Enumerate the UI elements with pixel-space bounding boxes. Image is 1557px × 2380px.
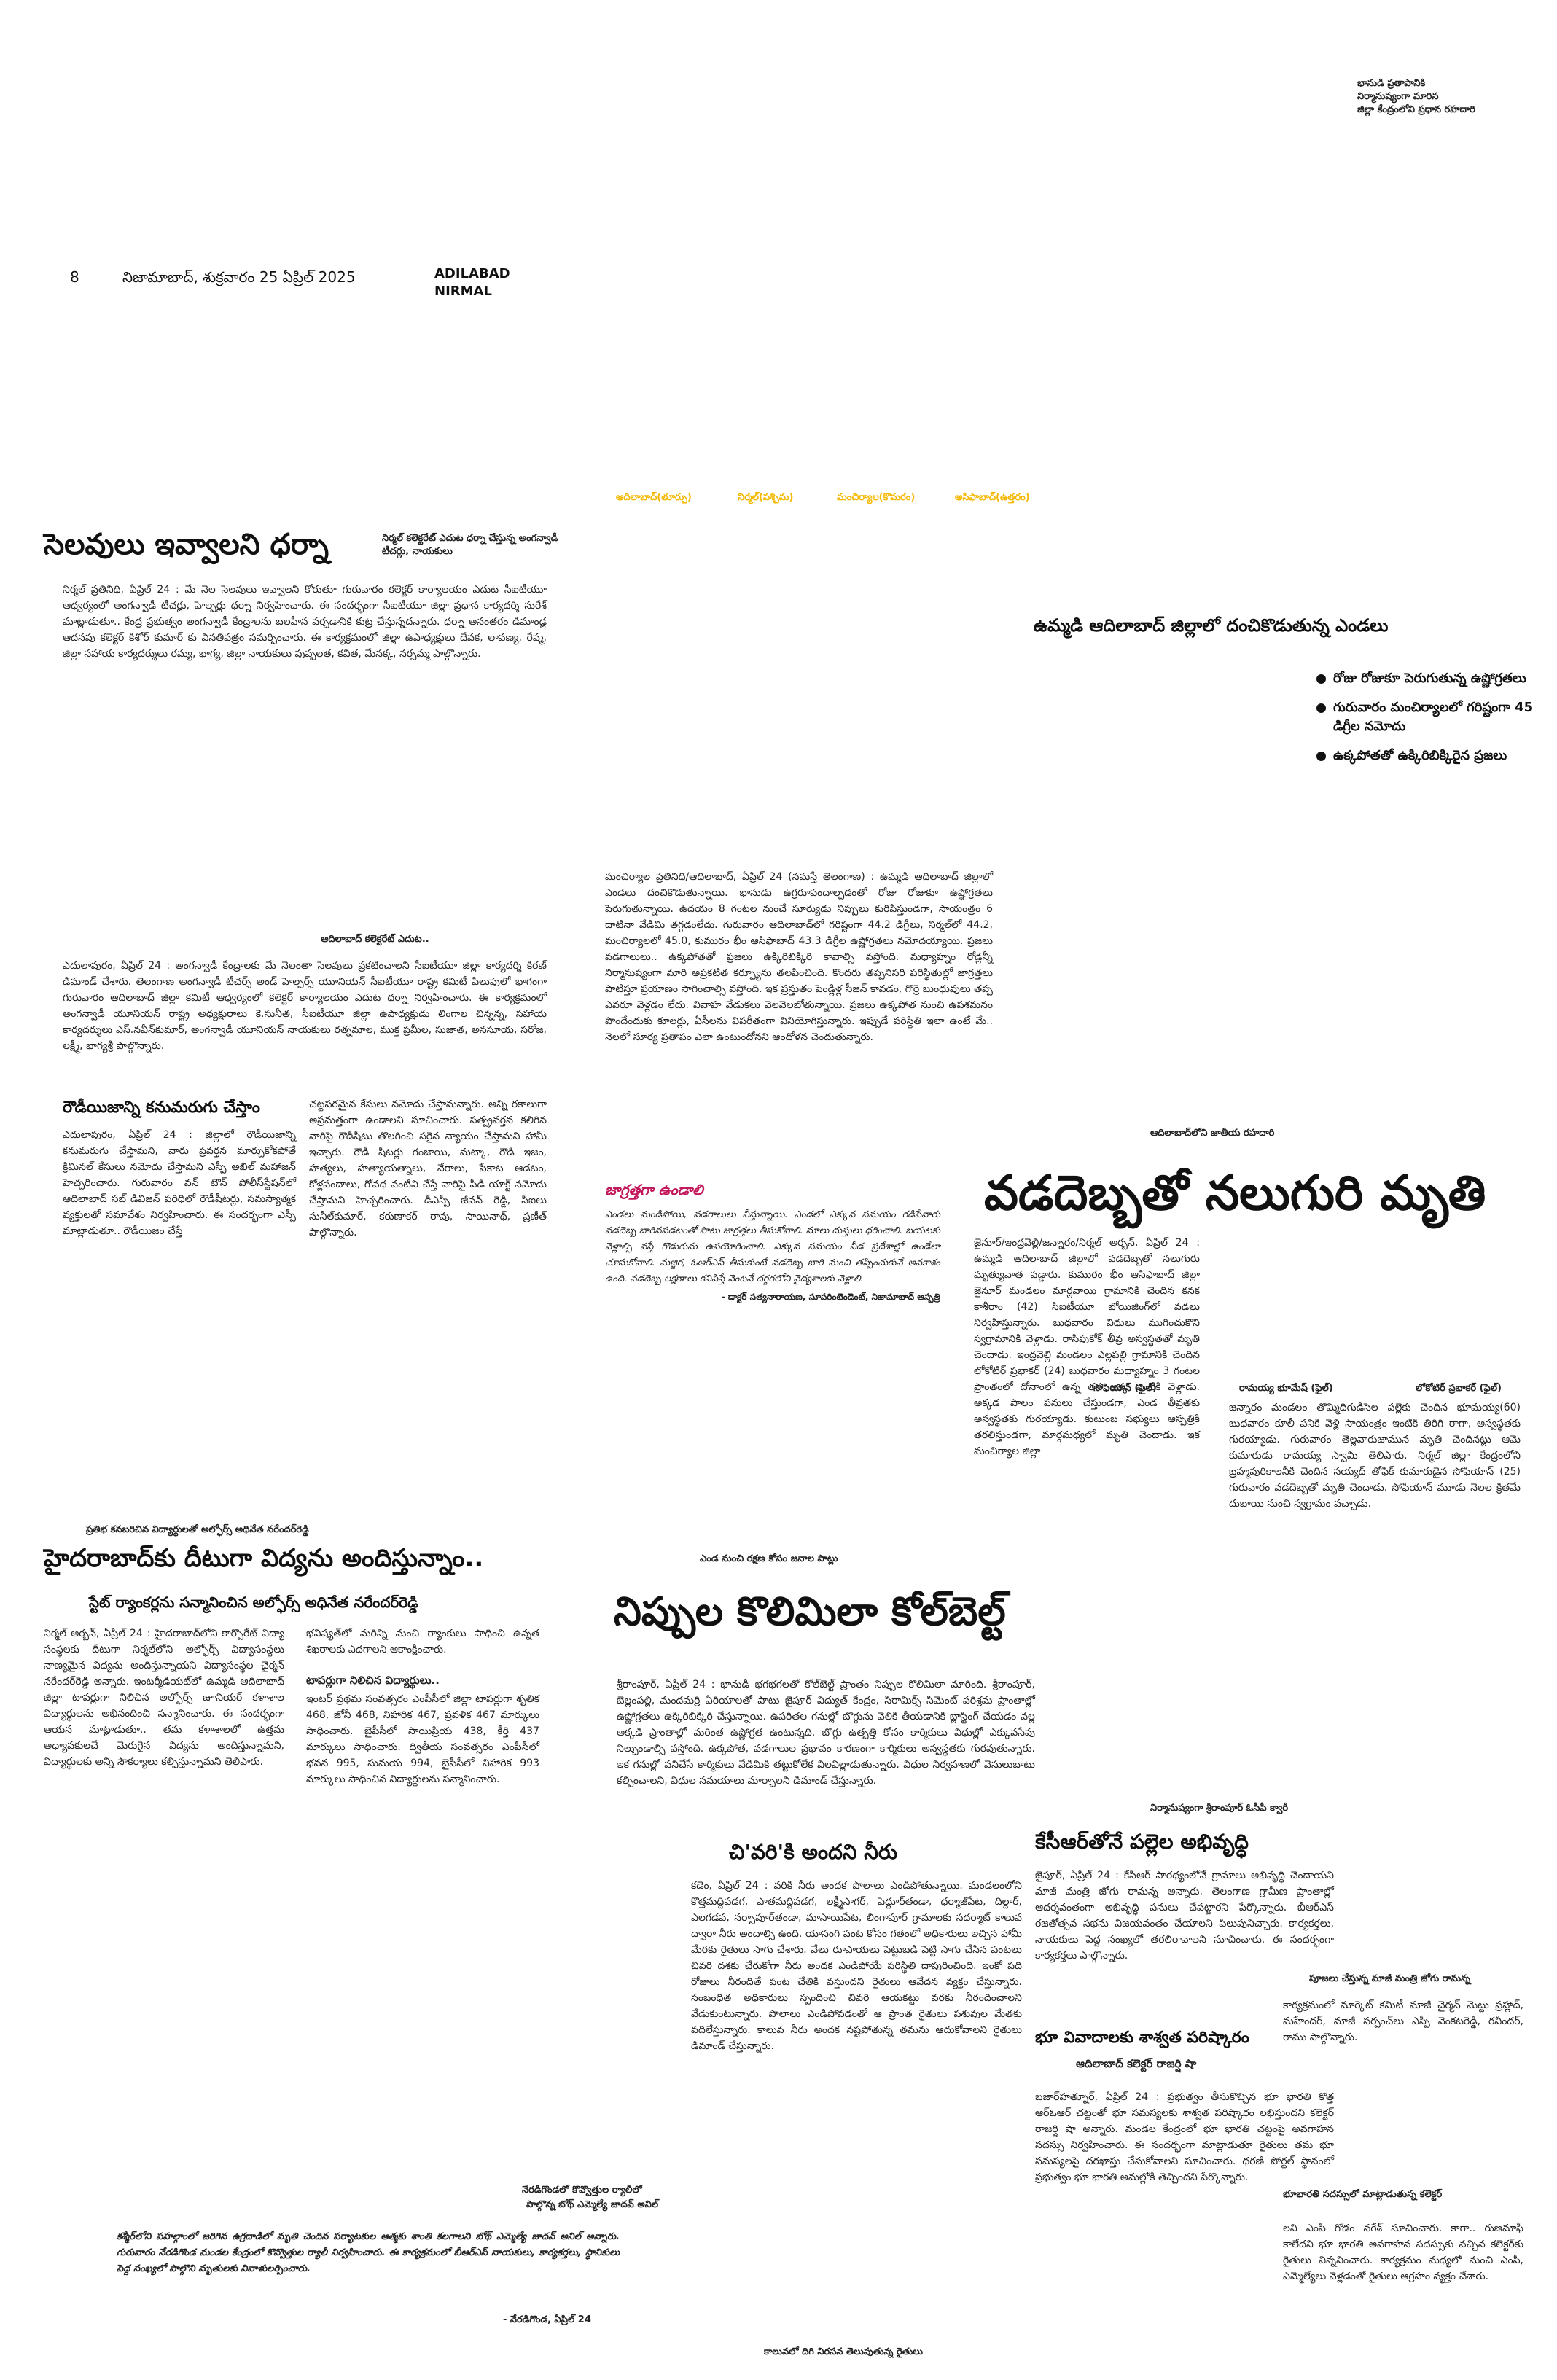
kicker: ఎండ నుంచి రక్షణ కోసం జనాల పాట్లు: [700, 1553, 838, 1564]
photo-caption: భూభారతి సదస్సులో మాట్లాడుతున్న కలెక్టర్: [1283, 2189, 1443, 2200]
box-body: ఎండలు మండిపోయి, వడగాలులు వీస్తున్నాయి. ఎ…: [605, 1209, 940, 1284]
photo-caption: సోఫియాన్ (ఫైల్): [1093, 1383, 1157, 1394]
bullet-text: ఉక్కపోతతో ఉక్కిరిబిక్కిరైన ప్రజలు: [1333, 748, 1507, 763]
article-body: జైపూర్, ఏప్రిల్ 24 : కేసీఆర్ సారథ్యంలోనే…: [1035, 1870, 1334, 1962]
box-title: జాగ్రత్తగా ఉండాలి: [605, 1181, 703, 1198]
photo-caption: పూజలు చేస్తున్న మాజీ మంత్రి జోగు రామన్న: [1309, 1973, 1471, 1984]
box-title: టాపర్లుగా నిలిచిన విద్యార్థులు..: [306, 1674, 440, 1687]
article-body: ఎదులాపురం, ఏప్రిల్ 24 : అంగన్వాడీ కేంద్ర…: [63, 960, 547, 1052]
subhead: స్టేట్ ర్యాంకర్లను సన్మానించిన అల్ఫోర్స్…: [89, 1593, 418, 1611]
subhead: ఆదిలాబాద్ కలెక్టర్ రాజర్షి షా: [1076, 2057, 1197, 2070]
photo-caption: ఆదిలాబాద్‌లోని జాతీయ రహదారి: [1150, 1128, 1275, 1139]
edition-line: ADILABAD: [434, 266, 510, 281]
dateline: నిజామాబాద్, శుక్రవారం 25 ఏప్రిల్ 2025: [122, 268, 356, 286]
top-right-note-line: భానుడి ప్రతాపానికి: [1357, 78, 1426, 89]
signature: - నేరడిగొండ, ఏప్రిల్ 24: [503, 2314, 591, 2325]
section-tab[interactable]: నిర్మల్(పశ్చిమ): [738, 492, 794, 503]
article-body: బజార్‌హత్నూర్, ఏప్రిల్ 24 : ప్రభుత్వం తీ…: [1035, 2091, 1334, 2183]
article-body: నిర్మల్ ప్రతినిధి, ఏప్రిల్ 24 : మే నెల స…: [63, 584, 547, 660]
article-body: చట్టపరమైన కేసులు నమోదు చేస్తామన్నారు. అన…: [309, 1099, 547, 1238]
article-body: మంచిర్యాల ప్రతినిధి/ఆదిలాబాద్, ఏప్రిల్ 2…: [605, 871, 993, 1043]
box-signature: - డాక్టర్ సత్యనారాయణ, సూపరింటెండెంట్, ని…: [721, 1292, 940, 1302]
section-tab[interactable]: ఆదిలాబాద్(తూర్పు): [616, 492, 692, 503]
bullet-text: రోజు రోజుకూ పెరుగుతున్న ఉష్ణోగ్రతలు: [1333, 671, 1526, 686]
article-body: నిర్మల్ అర్బన్, ఏప్రిల్ 24 : హైదరాబాద్‌ల…: [44, 1628, 284, 1768]
article-body: భవిష్యత్‌లో మరిన్ని మంచి ర్యాంకులు సాధిం…: [306, 1628, 539, 1655]
photo-caption: లోకోటిర్ ప్రభాకర్ (ఫైల్): [1415, 1383, 1502, 1394]
photo-caption: నిర్మల్ కలెక్టరేట్ ఎదుట ధర్నా చేస్తున్న …: [382, 533, 558, 557]
photo-caption: రామయ్య భూమేష్ (ఫైల్): [1238, 1383, 1333, 1394]
article-body: జైనూర్/ఇంద్రవెల్లి/జన్నారం/నిర్మల్ అర్బన…: [974, 1237, 1200, 1457]
headline: సెలవులు ఇవ్వాలని ధర్నా: [44, 528, 329, 561]
article-body: శ్రీరాంపూర్, ఏప్రిల్ 24 : భానుడి భగభగలతో…: [617, 1679, 1035, 1787]
bullet-icon: [1316, 674, 1326, 684]
article-body: ఎదులాపురం, ఏప్రిల్ 24 : జిల్లాలో రౌడీయిజ…: [63, 1129, 296, 1237]
masthead: 8 నిజామాబాద్, శుక్రవారం 25 ఏప్రిల్ 2025 …: [70, 265, 609, 309]
article-body: జన్నారం మండలం తొమ్మిదిగుడిసెల పల్లెకు చె…: [1229, 1402, 1521, 1510]
headline: నిప్పుల కొలిమిలా కోల్‌బెల్ట్: [614, 1588, 1006, 1634]
section-tab[interactable]: ఆసిఫాబాద్(ఉత్తరం): [955, 492, 1030, 503]
top-right-note-line: నిర్మానుష్యంగా మారిన: [1357, 91, 1439, 102]
section-tab[interactable]: మంచిర్యాల(కొమరం): [837, 492, 916, 503]
kicker: ప్రతిభ కనబరిచిన విద్యార్థులతో అల్ఫోర్స్ …: [86, 1524, 309, 1535]
headline: భూ వివాదాలకు శాశ్వత పరిష్కారం: [1035, 2029, 1249, 2047]
photo-caption-row: సోఫియాన్ (ఫైల్) రామయ్య భూమేష్ (ఫైల్) లోక…: [1093, 1382, 1502, 1395]
headline: కేసీఆర్‌తోనే పల్లెల అభివృద్ధి: [1035, 1830, 1249, 1854]
headline: ఉమ్మడి ఆదిలాబాద్ జిల్లాలో దంచికొడుతున్న …: [1034, 615, 1389, 636]
box-body: ఇంటర్ ప్రథమ సంవత్సరం ఎంపీసీలో జిల్లా టాప…: [306, 1693, 539, 1785]
headline: రౌడీయిజాన్ని కనుమరుగు చేస్తాం: [63, 1099, 260, 1117]
photo-caption: ఆదిలాబాద్ కలెక్టరేట్ ఎదుట..: [321, 934, 429, 945]
bullet-text: గురువారం మంచిర్యాలలో గరిష్టంగా 45 డిగ్రీ…: [1333, 700, 1534, 734]
photo-caption: నిర్మానుష్యంగా శ్రీరాంపూర్ ఓసీపీ క్వారీ: [1150, 1803, 1289, 1814]
article-body: కశ్మీర్‌లోని పహల్గాంలో జరిగిన ఉగ్రదాడిలో…: [117, 2231, 620, 2274]
bullet-icon: [1316, 703, 1326, 713]
page-number: 8: [70, 268, 79, 286]
headline: చి'వరి'కి అందని నీరు: [729, 1840, 898, 1864]
advice-box: జాగ్రత్తగా ఉండాలి ఎండలు మండిపోయి, వడగాలు…: [605, 1179, 940, 1303]
edition-line: NIRMAL: [434, 284, 492, 299]
photo-caption: పాల్గొన్న బోథ్ ఎమ్మెల్యే జాదవ్ అనిల్: [526, 2199, 659, 2210]
bullet-list: రోజు రోజుకూ పెరుగుతున్న ఉష్ణోగ్రతలు గురు…: [1316, 669, 1535, 776]
headline: హైదరాబాద్‌కు దీటుగా విద్యను అందిస్తున్నా…: [44, 1544, 484, 1573]
bullet-icon: [1316, 752, 1326, 761]
article-body: లని ఎంపీ గోడం నగేశ్ సూచించారు. కాగా.. రు…: [1283, 2223, 1523, 2282]
article-body: కార్యక్రమంలో మార్కెట్ కమిటీ మాజీ చైర్మన్…: [1283, 1999, 1523, 2043]
photo-caption: కాలువలో దిగి నిరసన తెలుపుతున్న రైతులు: [764, 2346, 923, 2357]
article-body: కడెం, ఏప్రిల్ 24 : వరికి నీరు అందక పొలాల…: [691, 1880, 1022, 2052]
headline: వడదెబ్బతో నలుగురి మృతి: [984, 1165, 1486, 1221]
top-right-note-line: జిల్లా కేంద్రంలోని ప్రధాన రహదారి: [1357, 104, 1475, 115]
photo-caption: నేరడిగొండలో కొవ్వొత్తుల ర్యాలీలో: [522, 2185, 642, 2196]
